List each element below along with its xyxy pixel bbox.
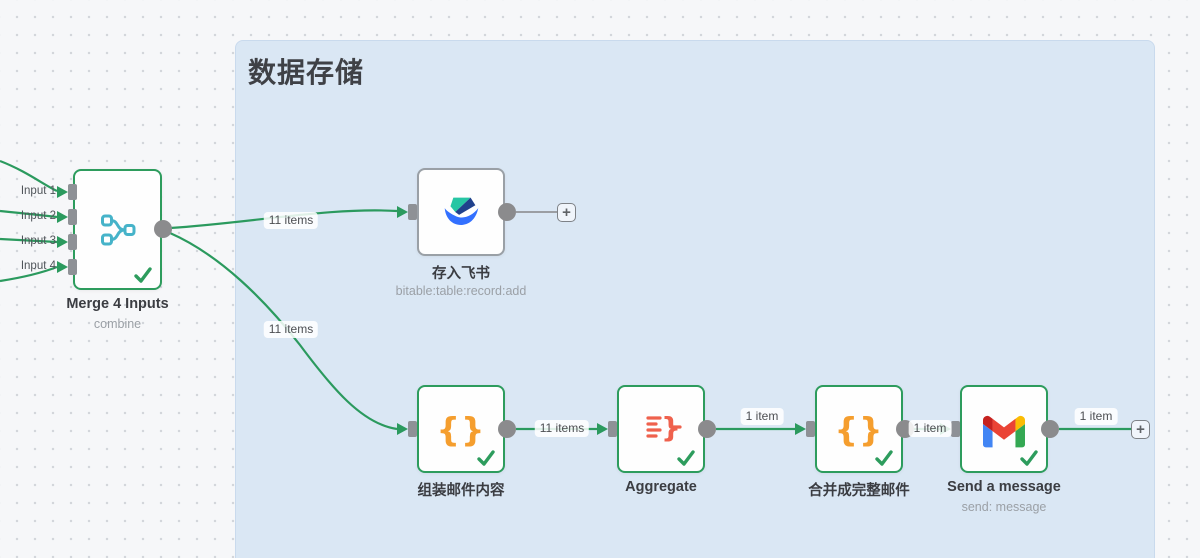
arrow-compose-icon bbox=[397, 423, 408, 435]
node-gmail-title: Send a message bbox=[947, 479, 1061, 495]
braces-icon: {} bbox=[834, 409, 884, 449]
success-check-icon bbox=[477, 450, 495, 466]
compose-output-handle[interactable] bbox=[498, 420, 516, 438]
edge-into-input1 bbox=[0, 159, 58, 192]
node-compose-title: 组装邮件内容 bbox=[417, 483, 505, 499]
merge-input1-label: Input 1 bbox=[20, 185, 56, 197]
gmail-output-handle[interactable] bbox=[1041, 420, 1059, 438]
node-merge-subtitle: combine bbox=[93, 317, 142, 331]
node-merge-title: Merge 4 Inputs bbox=[66, 296, 169, 312]
success-check-icon bbox=[1020, 450, 1038, 466]
arrow-input1-icon bbox=[57, 186, 68, 198]
merge-input3-port[interactable] bbox=[68, 234, 77, 250]
node-gmail[interactable]: Send a message send: message bbox=[947, 385, 1061, 514]
edge-into-input2 bbox=[0, 209, 58, 219]
svg-text:}: } bbox=[661, 411, 681, 444]
merge-output-handle[interactable] bbox=[154, 220, 172, 238]
success-check-icon bbox=[134, 267, 152, 283]
add-node-button-feishu[interactable]: + bbox=[557, 203, 576, 222]
compose-input-port[interactable] bbox=[408, 421, 417, 437]
lark-base-icon bbox=[444, 197, 479, 225]
aggregate-output-handle[interactable] bbox=[698, 420, 716, 438]
node-gmail-box[interactable] bbox=[960, 385, 1048, 473]
sticky-note-title: 数据存储 bbox=[248, 57, 365, 88]
node-combine-mail[interactable]: {} 合并成完整邮件 bbox=[808, 385, 910, 499]
node-combine-mail-box[interactable]: {} bbox=[815, 385, 903, 473]
node-gmail-subtitle: send: message bbox=[961, 500, 1047, 514]
merge-input4-label: Input 4 bbox=[20, 260, 56, 272]
add-node-button-gmail[interactable]: + bbox=[1131, 420, 1150, 439]
node-feishu-subtitle: bitable:table:record:add bbox=[395, 284, 527, 298]
merge-input4-port[interactable] bbox=[68, 259, 77, 275]
node-compose[interactable]: {} 组装邮件内容 bbox=[417, 385, 505, 499]
node-aggregate-box[interactable]: } bbox=[617, 385, 705, 473]
node-merge[interactable]: Merge 4 Inputs combine Input 1 Input 2 I… bbox=[21, 169, 169, 331]
arrow-aggregate-icon bbox=[597, 423, 608, 435]
edge-label-combine-gmail: 1 item bbox=[908, 420, 952, 437]
aggregate-input-port[interactable] bbox=[608, 421, 617, 437]
node-aggregate[interactable]: } Aggregate bbox=[617, 385, 705, 495]
arrow-input2-icon bbox=[57, 211, 68, 223]
edge-label-aggregate-combine: 1 item bbox=[740, 408, 784, 425]
braces-icon: {} bbox=[436, 409, 486, 449]
edge-label-merge-feishu: 11 items bbox=[263, 212, 319, 229]
gmail-input-port[interactable] bbox=[951, 421, 960, 437]
arrow-input3-icon bbox=[57, 236, 68, 248]
edge-label-compose-aggregate: 11 items bbox=[534, 420, 590, 437]
node-aggregate-title: Aggregate bbox=[625, 479, 697, 495]
merge-icon bbox=[100, 214, 135, 245]
edge-label-gmail-add: 1 item bbox=[1074, 408, 1118, 425]
node-feishu-box[interactable] bbox=[417, 168, 505, 256]
merge-input3-label: Input 3 bbox=[20, 235, 56, 247]
merge-input2-port[interactable] bbox=[68, 209, 77, 225]
aggregate-icon: } bbox=[646, 411, 682, 444]
merge-input1-port[interactable] bbox=[68, 184, 77, 200]
feishu-output-handle[interactable] bbox=[498, 203, 516, 221]
success-check-icon bbox=[677, 450, 695, 466]
combine-mail-input-port[interactable] bbox=[806, 421, 815, 437]
success-check-icon bbox=[875, 450, 893, 466]
edge-into-input3 bbox=[0, 237, 58, 244]
gmail-icon bbox=[983, 415, 1025, 447]
feishu-input-port[interactable] bbox=[408, 204, 417, 220]
node-compose-box[interactable]: {} bbox=[417, 385, 505, 473]
edge-into-input4 bbox=[0, 265, 58, 283]
node-feishu[interactable]: 存入飞书 bitable:table:record:add bbox=[396, 168, 526, 298]
edge-merge-compose[interactable] bbox=[169, 231, 398, 431]
arrow-input4-icon bbox=[57, 261, 68, 273]
node-merge-box[interactable] bbox=[73, 169, 162, 290]
arrow-feishu-icon bbox=[397, 206, 408, 218]
edge-label-merge-compose: 11 items bbox=[263, 321, 319, 338]
node-feishu-title: 存入飞书 bbox=[432, 266, 490, 282]
arrow-combine-icon bbox=[795, 423, 806, 435]
merge-input2-label: Input 2 bbox=[20, 210, 56, 222]
node-combine-mail-title: 合并成完整邮件 bbox=[808, 483, 910, 499]
